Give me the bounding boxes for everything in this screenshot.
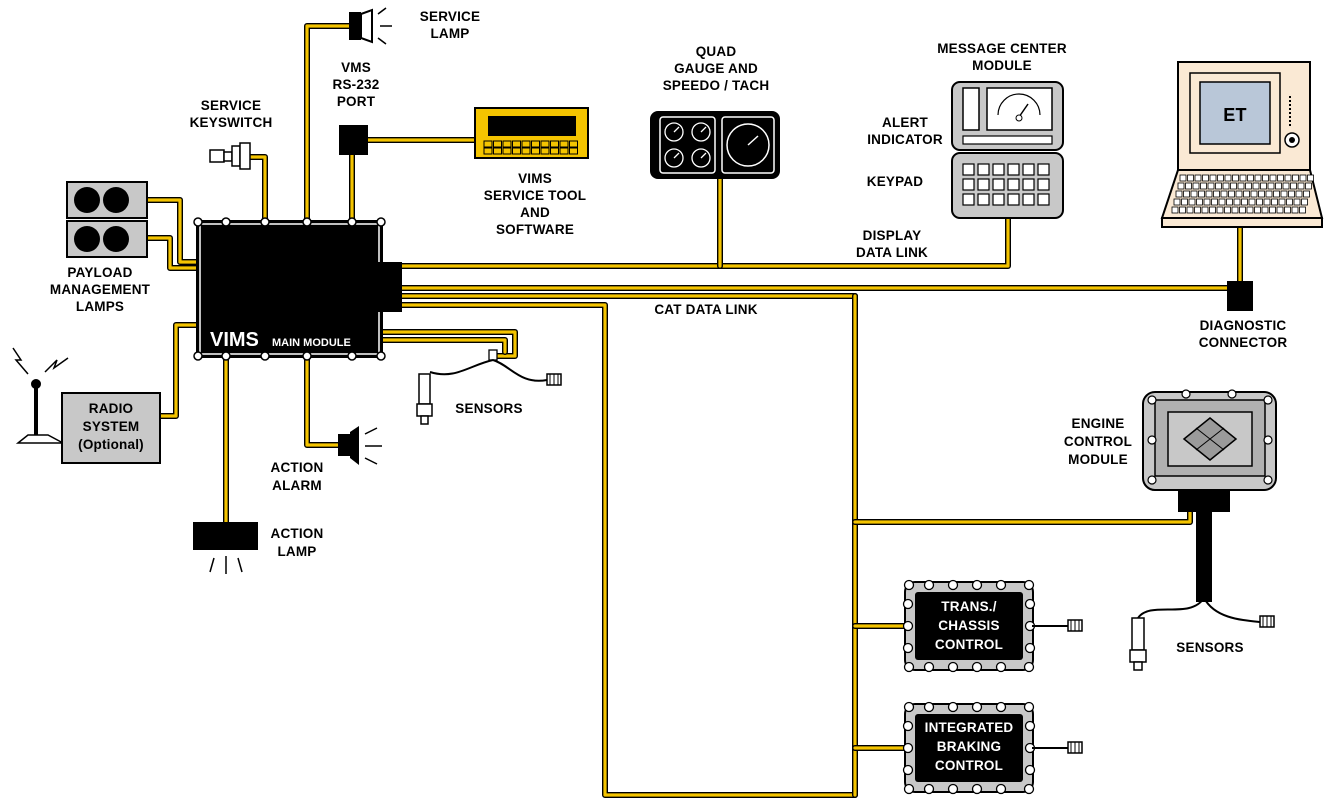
vims-main-big-label: VIMS	[210, 329, 259, 351]
quad-gauge-icon	[650, 111, 780, 179]
action-alarm-icon	[338, 426, 382, 465]
keyswitch-icon	[209, 142, 251, 170]
sensors-left-icon	[416, 349, 562, 425]
vims-main-small-label: MAIN MODULE	[272, 337, 351, 349]
vims-service-tool-icon	[474, 107, 589, 159]
rs232-port-connector	[339, 125, 368, 155]
trans-chassis-sensor-icon	[1032, 619, 1083, 632]
vims-main-module: VIMS MAIN MODULE	[193, 217, 402, 361]
radio-system-box	[61, 392, 161, 464]
diagnostic-connector	[1227, 281, 1253, 311]
sensors-left-label: SENSORS	[455, 401, 522, 416]
trans-chassis-control-module	[902, 579, 1036, 673]
laptop-et-icon	[1160, 61, 1324, 228]
cat-data-link-label: CAT DATA LINK	[654, 302, 757, 317]
message-center-icon	[951, 81, 1064, 219]
wiring	[145, 23, 1243, 798]
payload-lamps-icon	[66, 181, 148, 258]
action-lamp-icon	[193, 522, 258, 574]
integrated-braking-sensor-icon	[1032, 741, 1083, 754]
sensors-right-icon	[1129, 597, 1275, 671]
keypad-label: KEYPAD	[867, 174, 924, 189]
et-label: ET	[1223, 105, 1246, 125]
sensors-right-label: SENSORS	[1176, 640, 1243, 655]
service-lamp-icon	[349, 7, 392, 45]
radio-antenna-icon	[12, 347, 69, 444]
engine-control-module-icon	[1142, 389, 1277, 602]
